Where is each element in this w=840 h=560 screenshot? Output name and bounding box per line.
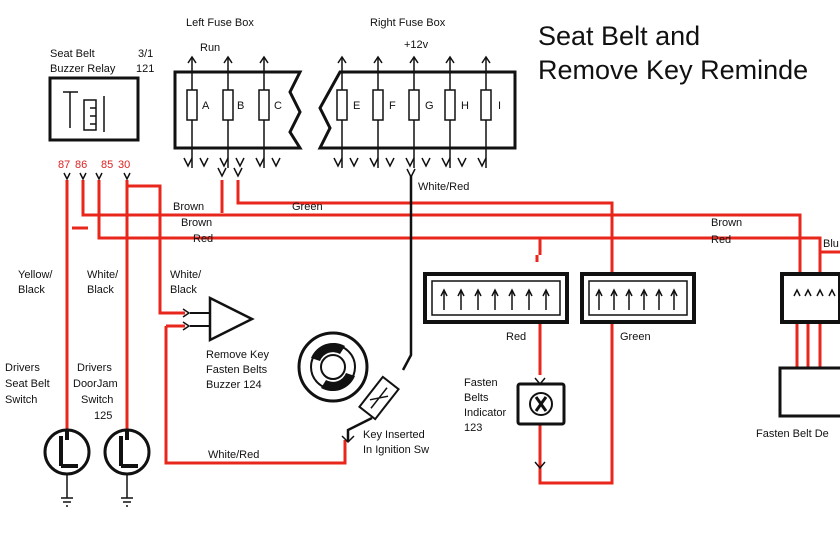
remove-key-buzzer <box>182 295 255 343</box>
indicator-label-1: Fasten <box>464 377 498 389</box>
left-fuse-box-supply: Run <box>200 42 220 54</box>
fuse-a-label: A <box>202 100 210 112</box>
wire-label-green-2: Green <box>620 331 651 343</box>
buzzer-relay <box>48 76 140 142</box>
buzzer-label-3: Buzzer 124 <box>206 379 262 391</box>
wire-label-red-1: Red <box>193 233 213 245</box>
wire-label-white-black-1a: White/ <box>87 269 119 281</box>
seat-belt-switch <box>43 428 91 507</box>
right-fuse-box <box>317 55 517 168</box>
relay-code-2: 121 <box>136 63 154 75</box>
wire-label-yellow-black-2: Black <box>18 284 45 296</box>
connector-large <box>423 272 569 324</box>
door-switch-label-3: Switch <box>81 394 113 406</box>
buzzer-label-1: Remove Key <box>206 349 269 361</box>
fuse-h-label: H <box>461 100 469 112</box>
wire-label-yellow-black-1: Yellow/ <box>18 269 53 281</box>
right-fuse-box-label: Right Fuse Box <box>370 17 446 29</box>
fuse-b-label: B <box>237 100 244 112</box>
fasten-belt-device <box>778 366 840 418</box>
wire-label-brown-3: Brown <box>711 217 742 229</box>
relay-code-1: 3/1 <box>138 48 153 60</box>
left-fuse-box <box>173 55 303 168</box>
fuse-e-label: E <box>353 100 360 112</box>
fuse-f-label: F <box>389 100 396 112</box>
diagram-title-line-1: Seat Belt and <box>538 21 700 51</box>
wire-label-brown-2: Brown <box>181 217 212 229</box>
fasten-belt-device-label: Fasten Belt De <box>756 428 829 440</box>
fuse-i-label: I <box>498 100 501 112</box>
wire-label-brown-1: Brown <box>173 201 204 213</box>
indicator-label-3: Indicator <box>464 407 507 419</box>
red-wires <box>65 180 840 485</box>
fuse-g-label: G <box>425 100 434 112</box>
white-red-feed-wire <box>401 175 413 371</box>
wire-label-green-1: Green <box>292 201 323 213</box>
right-fuse-box-supply: +12v <box>404 39 429 51</box>
seat-switch-label-1: Drivers <box>5 362 40 374</box>
relay-label-2: Buzzer Relay <box>50 63 116 75</box>
door-jam-switch <box>103 428 151 507</box>
fuse-c-label: C <box>274 100 282 112</box>
indicator-label-2: Belts <box>464 392 489 404</box>
indicator-label-4: 123 <box>464 422 482 434</box>
buzzer-label-2: Fasten Belts <box>206 364 268 376</box>
wire-label-white-red-2: White/Red <box>208 449 259 461</box>
seat-switch-label-2: Seat Belt <box>5 378 50 390</box>
relay-pin-terminals <box>63 172 131 181</box>
key-switch-label-2: In Ignition Sw <box>363 444 429 456</box>
left-fuse-box-label: Left Fuse Box <box>186 17 254 29</box>
wire-label-white-black-1b: Black <box>87 284 114 296</box>
door-switch-label-1: Drivers <box>77 362 112 374</box>
relay-pin-86: 86 <box>75 159 87 171</box>
wire-label-blue-cut: Blu <box>823 238 839 250</box>
relay-label-1: Seat Belt <box>50 48 95 60</box>
wire-label-white-black-2a: White/ <box>170 269 202 281</box>
relay-pin-85: 85 <box>101 159 113 171</box>
relay-pin-87: 87 <box>58 159 70 171</box>
door-switch-label-4: 125 <box>94 410 112 422</box>
key-inserted-switch <box>297 331 400 444</box>
wire-label-red-2: Red <box>711 234 731 246</box>
door-switch-label-2: DoorJam <box>73 378 118 390</box>
wire-label-white-red-1: White/Red <box>418 181 469 193</box>
key-switch-label-1: Key Inserted <box>363 429 425 441</box>
connector-small <box>780 272 840 324</box>
seat-switch-label-3: Switch <box>5 394 37 406</box>
left-fuse-taps <box>217 167 243 178</box>
diagram-title-line-2: Remove Key Reminde <box>538 55 808 85</box>
wire-label-red-3: Red <box>506 331 526 343</box>
connector-medium <box>580 272 696 324</box>
right-fuse-tap <box>406 168 416 179</box>
fasten-belts-indicator <box>516 377 566 470</box>
relay-pin-30: 30 <box>118 159 130 171</box>
wire-label-white-black-2b: Black <box>170 284 197 296</box>
